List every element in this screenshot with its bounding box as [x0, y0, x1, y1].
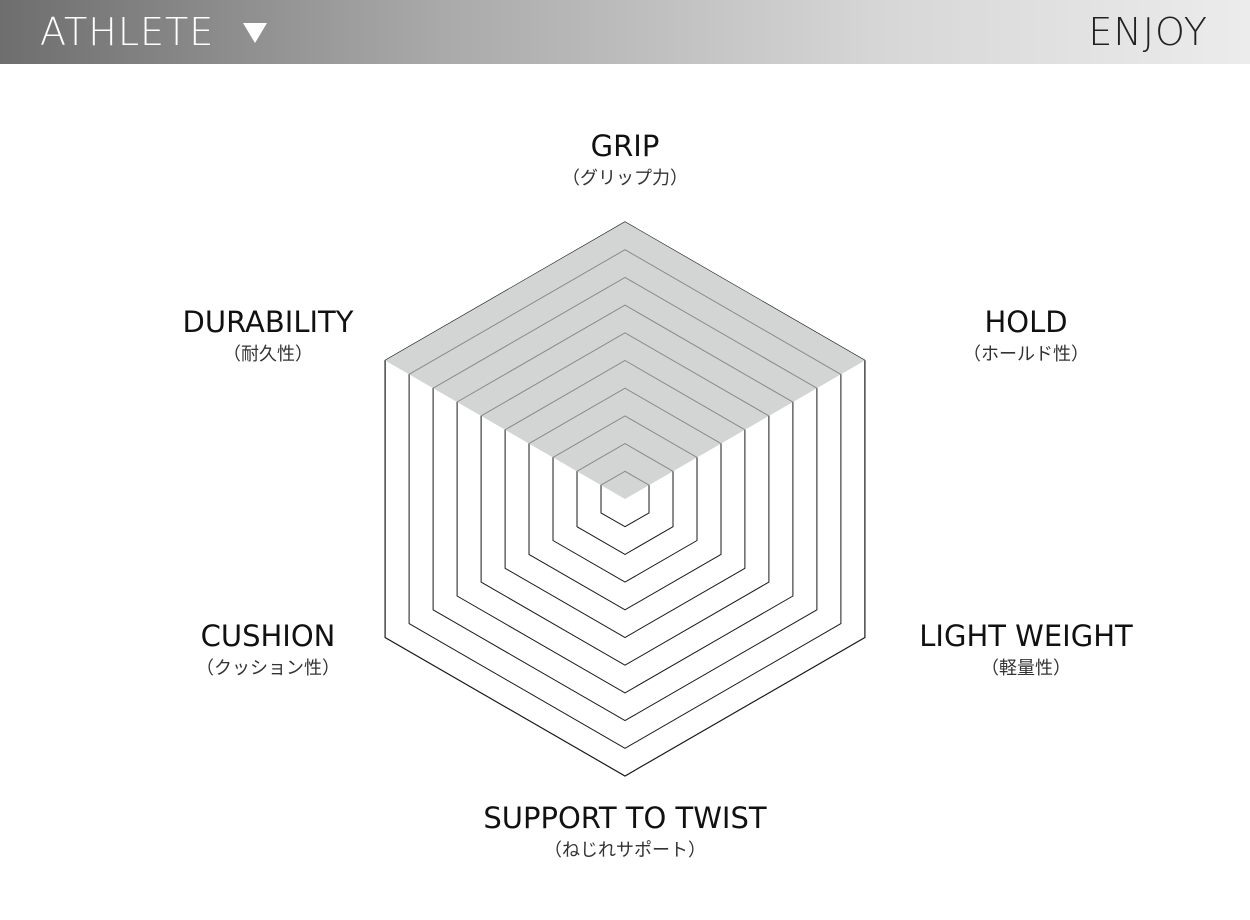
axis-label-cushion: CUSHION （クッション性） — [68, 618, 468, 682]
axis-title: LIGHT WEIGHT — [919, 619, 1133, 653]
radar-data — [385, 222, 865, 776]
grid-ring — [504, 359, 746, 639]
grid-ring — [576, 443, 674, 555]
axis-title: DURABILITY — [182, 305, 354, 339]
axis-label-durability: DURABILITY （耐久性） — [68, 304, 468, 368]
axis-title: HOLD — [984, 305, 1068, 339]
axis-subtitle: （耐久性） — [223, 344, 313, 365]
axis-subtitle: （軽量性） — [981, 658, 1071, 679]
triangle-down-icon — [243, 23, 267, 43]
header-bar: ATHLETE ENJOY — [0, 0, 1250, 64]
data-area — [385, 222, 865, 776]
mode-label: ATHLETE — [40, 10, 215, 54]
axis-subtitle: （ホールド性） — [963, 344, 1089, 365]
axis-subtitle: （ねじれサポート） — [544, 840, 706, 861]
axis-subtitle: （クッション性） — [196, 658, 340, 679]
axis-label-hold: HOLD （ホールド性） — [826, 304, 1226, 368]
grid-ring — [528, 387, 722, 611]
axis-title: SUPPORT TO TWIST — [483, 801, 767, 835]
axis-label-grip: GRIP （グリップ力） — [425, 128, 825, 192]
mode-selector[interactable]: ATHLETE — [0, 0, 300, 64]
mode-label-enjoy[interactable]: ENJOY — [1088, 10, 1208, 54]
axis-label-support-to-twist: SUPPORT TO TWIST （ねじれサポート） — [425, 800, 825, 864]
axis-subtitle: （グリップ力） — [562, 168, 688, 189]
axis-title: GRIP — [590, 129, 660, 163]
axis-title: CUSHION — [200, 619, 336, 653]
axis-label-light-weight: LIGHT WEIGHT （軽量性） — [826, 618, 1226, 682]
